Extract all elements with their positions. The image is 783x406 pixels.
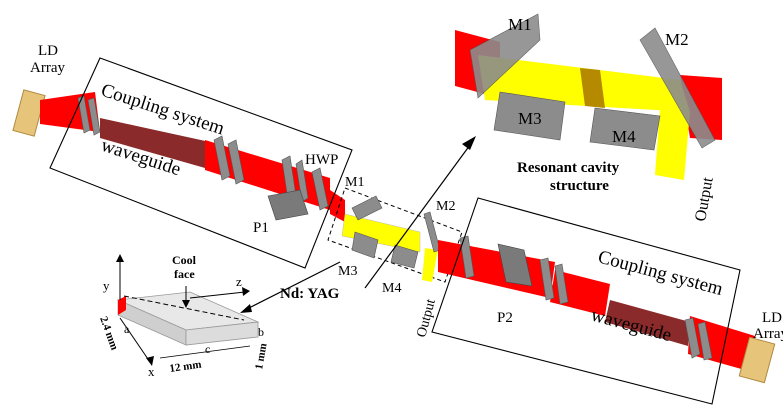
label-cool-2: face — [174, 267, 195, 281]
inset-output-leg — [655, 108, 690, 180]
cavity-dashed-box — [327, 187, 463, 283]
polarizer-p2 — [497, 243, 533, 287]
coupling-system-left-box — [49, 57, 353, 269]
label-dim-b: b — [258, 325, 264, 339]
arrow-to-inset-head — [462, 136, 476, 150]
label-axis-z: z — [236, 274, 242, 289]
left-coupling-lenses — [77, 95, 329, 211]
beam-left-segment-3 — [330, 190, 345, 222]
axis-z-line — [189, 291, 246, 299]
resonant-cavity-inset — [455, 13, 722, 180]
crystal-output-leg — [422, 248, 438, 282]
label-ld-right-2: Array — [753, 326, 783, 342]
arrow-nd-yag-head — [240, 304, 252, 313]
label-m1: M1 — [345, 175, 364, 190]
label-dim-c: c — [205, 342, 210, 356]
crystal-side-face — [185, 321, 259, 346]
polarizer-p1 — [267, 189, 309, 221]
label-cool-1: Cool — [172, 253, 197, 267]
label-resonant-1: Resonant cavity — [517, 160, 620, 176]
label-nd-yag: Nd: YAG — [280, 286, 340, 302]
label-inset-m3: M3 — [518, 109, 542, 128]
coupling-system-right-box — [431, 197, 741, 405]
label-ld-right-1: LD — [762, 310, 782, 326]
cool-face-arrow-head — [182, 300, 190, 308]
label-p2: P2 — [497, 310, 513, 326]
label-inset-m1: M1 — [508, 15, 532, 34]
right-coupling-lenses — [459, 235, 713, 361]
ld-array-left — [12, 89, 46, 137]
beam-right-segment-1 — [438, 240, 555, 298]
label-resonant-2: structure — [550, 178, 609, 194]
label-m2: M2 — [436, 199, 455, 214]
label-m3: M3 — [338, 264, 357, 279]
label-dim-12: 12 mm — [169, 359, 202, 375]
label-inset-output: Output — [692, 175, 717, 222]
label-ld-left-1: LD — [38, 43, 58, 59]
crystal-schematic — [116, 254, 341, 366]
cavity-mirrors-small — [351, 195, 441, 269]
label-ld-left-2: Array — [30, 60, 65, 76]
inset-mirror-m4 — [589, 107, 661, 151]
axis-x-arrow — [146, 356, 154, 366]
label-dim-24: 2.4 mm — [97, 315, 120, 352]
axis-y-arrow — [116, 254, 124, 262]
dim-c-line — [159, 345, 251, 359]
label-dim-1: 1 mm — [253, 342, 269, 370]
inset-mirror-m1 — [469, 13, 541, 99]
label-hwp: HWP — [305, 152, 338, 168]
label-axis-y: y — [103, 278, 110, 293]
inset-mirror-m3 — [493, 91, 566, 141]
inset-mirror-m2 — [639, 27, 716, 149]
label-m4: M4 — [382, 281, 401, 296]
inset-crystal-coating — [580, 68, 605, 108]
crystal-dash-line — [123, 295, 245, 321]
label-inset-m4: M4 — [612, 127, 636, 146]
axis-z-arrow — [242, 287, 250, 296]
label-p1: P1 — [253, 220, 269, 236]
arrow-to-inset — [364, 144, 471, 289]
beam-left-waveguide — [100, 118, 210, 168]
label-inset-m2: M2 — [665, 30, 689, 49]
label-dim-a: a — [124, 322, 130, 336]
beam-right-waveguide — [605, 300, 690, 346]
crystal-red-face — [118, 296, 126, 315]
label-coupling-right: Coupling system — [596, 247, 726, 301]
crystal-nd-yag — [341, 213, 421, 253]
axis-x-line — [119, 317, 151, 363]
arrow-nd-yag — [244, 261, 341, 311]
ld-array-right — [738, 336, 776, 384]
label-axis-x: x — [148, 364, 155, 379]
